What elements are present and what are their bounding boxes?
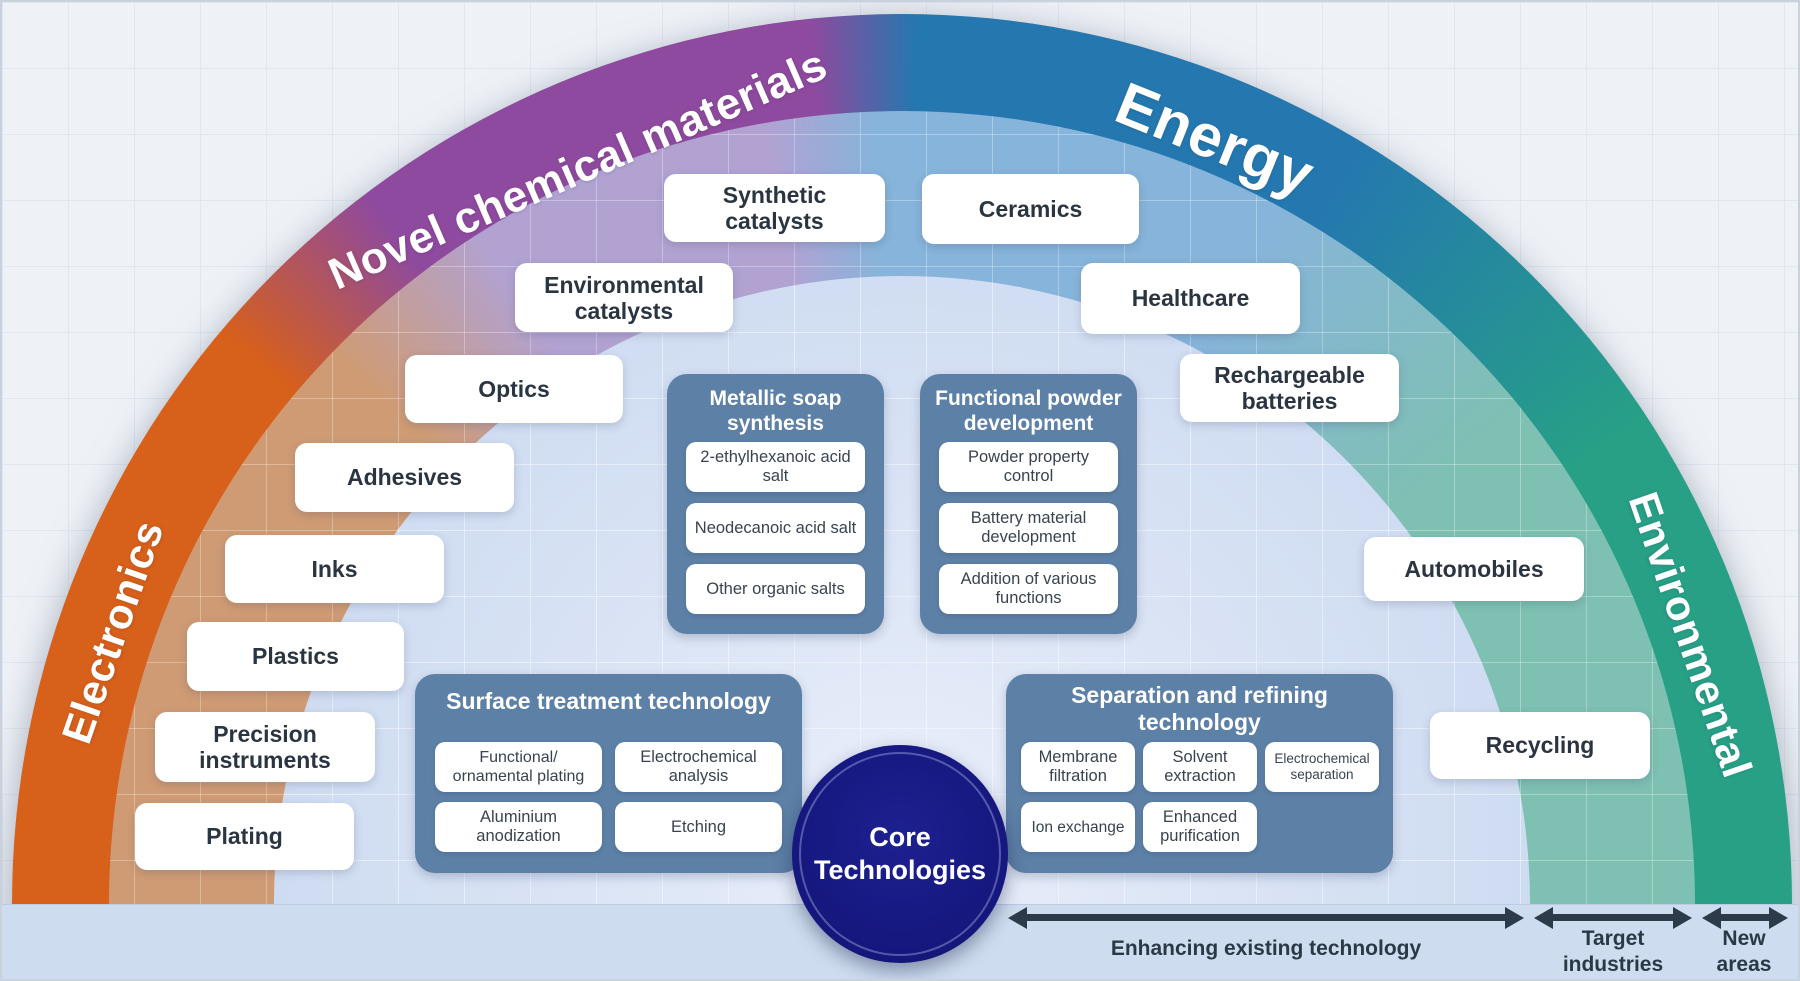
arrowhead-left-icon (1534, 906, 1553, 929)
panel-item: Neodecanoic acid salt (686, 503, 865, 553)
panel-item: Addition of various functions (939, 564, 1118, 614)
arrow-enhancing-existing-technology (1008, 906, 1524, 929)
panel-item: Electrochemical analysis (615, 742, 782, 792)
panel-item: Battery material development (939, 503, 1118, 553)
panel-item: Solvent extraction (1143, 742, 1257, 792)
axis-label-new-areas: New areas (1716, 927, 1772, 976)
panel-item: Etching (615, 802, 782, 852)
panel-item: Membrane filtration (1021, 742, 1135, 792)
panel-functional-powder-development: Functional powder development Powder pro… (920, 374, 1137, 634)
industry-box-inks: Inks (225, 535, 444, 603)
panel-separation-refining-technology: Separation and refining technology Membr… (1006, 674, 1393, 873)
industry-box-healthcare: Healthcare (1081, 263, 1300, 334)
arrow-new-areas (1702, 906, 1788, 929)
arrowhead-left-icon (1702, 906, 1721, 929)
industry-box-optics: Optics (405, 355, 623, 423)
industry-box-plating: Plating (135, 803, 354, 870)
industry-box-adhesives: Adhesives (295, 443, 514, 512)
core-technologies-label: Core Technologies (813, 822, 987, 885)
panel-item: Aluminium anodization (435, 802, 602, 852)
industry-box-environmental-catalysts: Environmental catalysts (515, 263, 733, 332)
arrowhead-right-icon (1505, 906, 1524, 929)
arrow-target-industries (1534, 906, 1692, 929)
industry-box-plastics: Plastics (187, 622, 404, 691)
core-technologies-circle: Core Technologies (792, 745, 1008, 963)
arrowhead-right-icon (1673, 906, 1692, 929)
panel-title: Metallic soap synthesis (709, 387, 842, 435)
panel-item: Powder property control (939, 442, 1118, 492)
industry-box-recycling: Recycling (1430, 712, 1650, 779)
panel-item: Electrochemical separation (1265, 742, 1379, 792)
panel-item: Ion exchange (1021, 802, 1135, 852)
axis-label-target-industries: Target industries (1562, 927, 1664, 976)
panel-surface-treatment-technology: Surface treatment technology Functional/… (415, 674, 802, 873)
panel-title: Separation and refining technology (1071, 682, 1328, 735)
axis-label-enhancing-existing-technology: Enhancing existing technology (1110, 937, 1422, 960)
panel-item: Other organic salts (686, 564, 865, 614)
panel-item: Enhanced purification (1143, 802, 1257, 852)
panel-title: Surface treatment technology (446, 688, 771, 714)
panel-item: 2-ethylhexanoic acid salt (686, 442, 865, 492)
arrowhead-left-icon (1008, 906, 1027, 929)
industry-box-automobiles: Automobiles (1364, 537, 1584, 601)
panel-item: Functional/ ornamental plating (435, 742, 602, 792)
industry-box-rechargeable-batteries: Rechargeable batteries (1180, 354, 1399, 422)
panel-title: Functional powder development (935, 387, 1122, 435)
industry-box-synthetic-catalysts: Synthetic catalysts (664, 174, 885, 242)
industry-box-precision-instruments: Precision instruments (155, 712, 375, 782)
arrowhead-right-icon (1769, 906, 1788, 929)
panel-metallic-soap-synthesis: Metallic soap synthesis 2-ethylhexanoic … (667, 374, 884, 634)
industry-box-ceramics: Ceramics (922, 174, 1139, 244)
